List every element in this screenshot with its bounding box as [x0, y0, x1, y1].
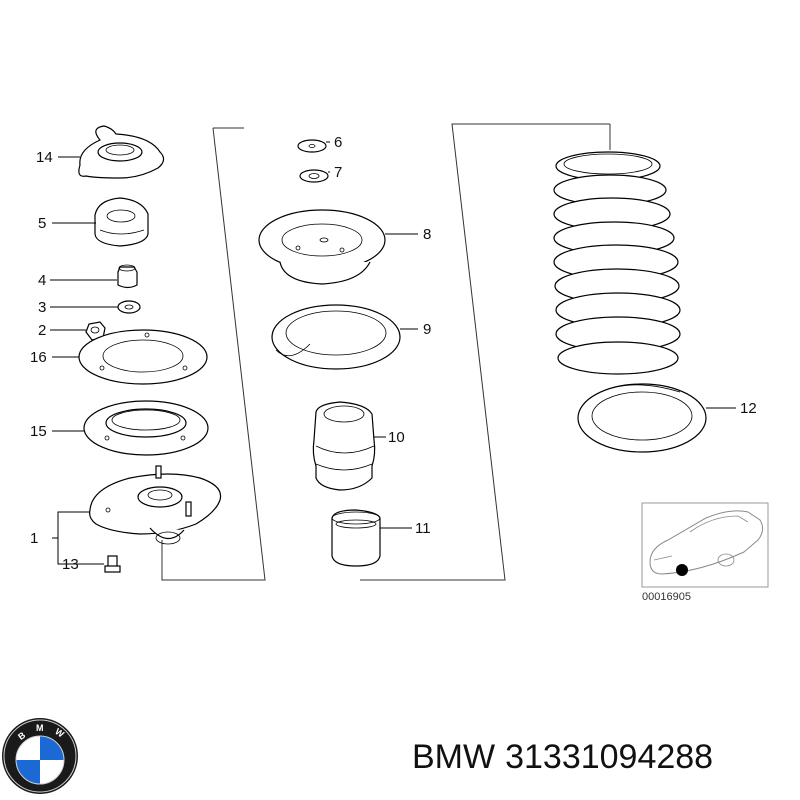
svg-text:M: M: [36, 723, 44, 733]
vehicle-thumbnail: [641, 502, 769, 588]
part-washer-7: [299, 169, 329, 183]
callout-15: 15: [30, 423, 47, 440]
leader-lines: [50, 141, 736, 565]
part-spring-seat-9: [271, 304, 401, 370]
brand-name: BMW: [412, 738, 496, 776]
callout-16: 16: [30, 349, 47, 366]
part-bump-stop-10: [312, 401, 376, 491]
part-washer-6: [297, 139, 327, 153]
callout-6: 6: [334, 134, 342, 151]
callout-1: 1: [30, 530, 38, 547]
callout-11: 11: [415, 520, 431, 537]
part-plate-15: [83, 400, 209, 456]
car-silhouette-icon: [649, 510, 764, 575]
part-gasket-16: [78, 329, 208, 385]
callout-2: 2: [38, 322, 46, 339]
callout-7: 7: [334, 164, 342, 181]
callout-14: 14: [36, 149, 53, 166]
part-rubber-mount-5: [94, 197, 149, 247]
part-washer-3: [117, 300, 141, 314]
part-number: 31331094288: [505, 738, 714, 776]
callout-5: 5: [38, 215, 46, 232]
part-coil-spring: [553, 151, 681, 375]
group-bracket-right: [360, 123, 611, 581]
bmw-roundel-icon: B M W: [2, 718, 78, 794]
callout-12: 12: [740, 400, 757, 417]
part-bolt-13: [104, 555, 121, 573]
location-marker: [676, 564, 688, 576]
svg-text:B: B: [16, 730, 27, 742]
callout-8: 8: [423, 226, 431, 243]
part-cap-14: [78, 125, 165, 179]
diagram-reference-code: 00016905: [642, 591, 691, 603]
part-bushing-4: [117, 264, 138, 289]
group-bracket-middle: [161, 127, 266, 581]
callout-4: 4: [38, 272, 46, 289]
part-bearing-8: [258, 209, 386, 285]
callout-9: 9: [423, 321, 431, 338]
callout-13: 13: [62, 556, 79, 573]
callout-10: 10: [388, 429, 405, 446]
part-spring-pad-12: [577, 383, 707, 453]
part-strut-mount-1: [89, 465, 222, 545]
part-protective-tube-11: [331, 509, 381, 567]
callout-3: 3: [38, 299, 46, 316]
